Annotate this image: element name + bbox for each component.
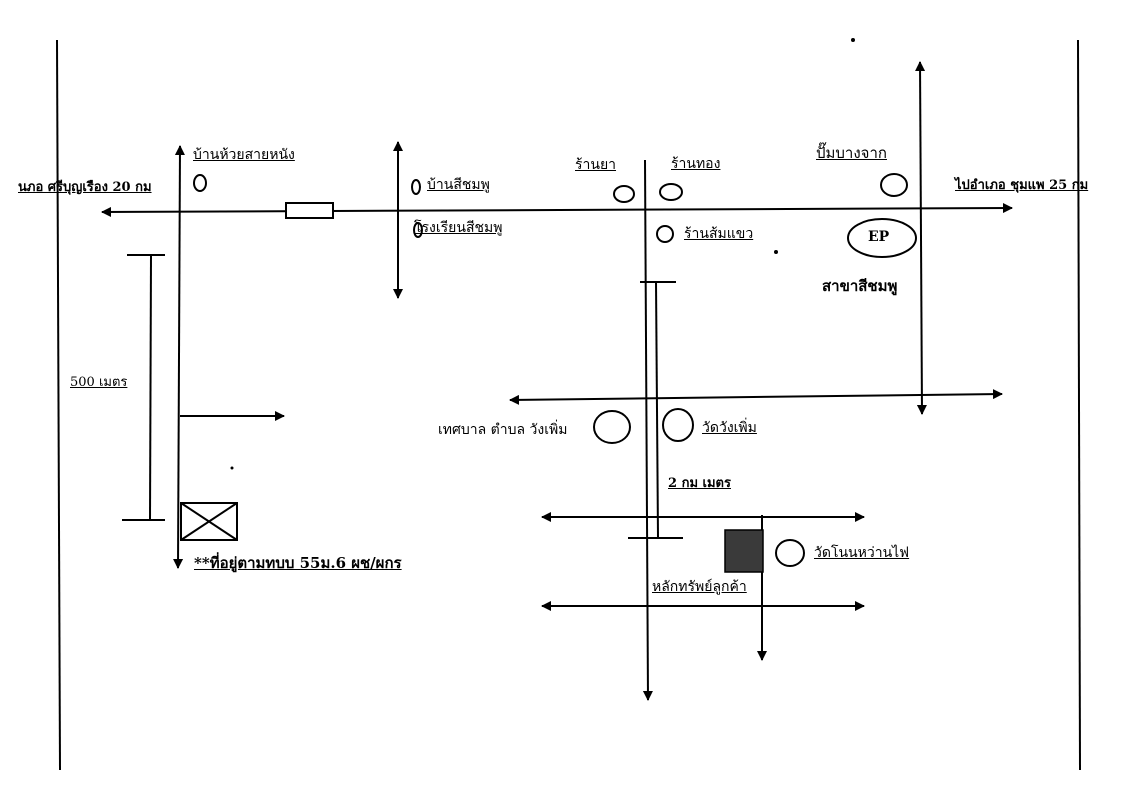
label-wat-non-wan-phai: วัดโนนหว่านไฟ — [814, 545, 910, 561]
scan-speck — [774, 250, 778, 254]
label-school-si-chomphu: โรงเรียนสีชมพู — [414, 220, 503, 236]
center-road — [642, 159, 653, 701]
scan-speck — [230, 466, 234, 470]
pump-marker — [880, 173, 908, 197]
collateral-marker — [724, 529, 764, 573]
address-box-cross-2 — [180, 502, 238, 541]
label-huai-sai-nang: บ้านห้วยสายหนัง — [193, 147, 295, 163]
label-ban-si-chomphu: บ้านสีชมพู — [427, 177, 490, 193]
main-road — [101, 203, 1013, 217]
left-road — [173, 145, 185, 569]
label-som-khaeo: ร้านส้มแขว — [684, 226, 754, 242]
school-marker — [413, 222, 423, 238]
label-address-note: **ที่อยู่ตามทบบ 55ม.6 ผช/ผกร — [194, 554, 402, 572]
right-road — [915, 61, 927, 415]
label-500m: 500 เมตร — [70, 375, 128, 390]
label-ep: EP — [868, 229, 890, 245]
wat-non-wan-phai-marker — [775, 539, 805, 567]
label-to-chum-phae: ไปอำเภอ ชุมแพ 25 กม — [955, 178, 1089, 193]
label-branch-si-chomphu: สาขาสีชมพู — [822, 277, 898, 295]
scan-speck — [851, 38, 855, 42]
huai-sai-nang-marker — [193, 174, 207, 192]
label-2km: 2 กม เมตร — [668, 476, 731, 491]
scale-500m-bar — [149, 254, 152, 521]
label-municipality: เทศบาล ตำบล วังเพิ่ม — [438, 422, 568, 438]
ban-si-chomphu-marker — [411, 179, 421, 195]
label-gold-shop: ร้านทอง — [671, 156, 721, 172]
scale-2km-bar — [655, 281, 659, 539]
gold-shop-marker — [659, 183, 683, 201]
bridge-symbol — [285, 202, 334, 219]
wat-wang-phoem-marker — [662, 408, 694, 442]
pharmacy-marker — [613, 185, 635, 203]
label-wat-wang-phoem: วัดวังเพิ่ม — [702, 420, 757, 436]
label-collateral: หลักทรัพย์ลูกค้า — [652, 579, 747, 595]
wang-phoem-road — [509, 389, 1003, 405]
som-khaeo-marker — [656, 225, 674, 243]
ep-branch-marker — [847, 218, 917, 258]
municipality-marker — [593, 410, 631, 444]
page-border-left — [56, 39, 61, 771]
label-pump-bang-chak: ปั๊มบางจาก — [816, 144, 887, 162]
label-pharmacy: ร้านยา — [575, 157, 617, 173]
label-to-si-bun-rueang: นภอ ศรีบุญเรือง 20 กม — [18, 180, 152, 195]
page-border-right — [1077, 39, 1081, 771]
